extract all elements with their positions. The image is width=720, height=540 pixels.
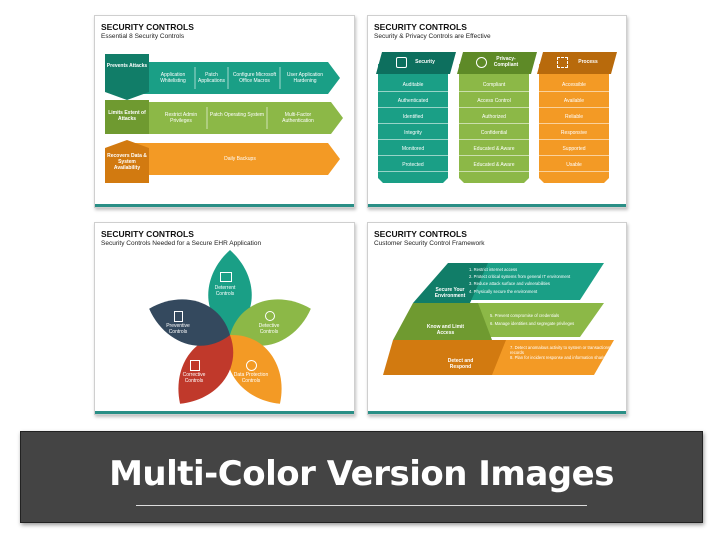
tier-bar-respond bbox=[492, 340, 614, 375]
tier-item: 3. Reduce attack surface and vulnerabili… bbox=[469, 281, 551, 287]
slide-accent-bar bbox=[95, 411, 354, 414]
column-cell: Auditable bbox=[378, 78, 448, 92]
column-cell: Reliable bbox=[539, 110, 609, 124]
column-cell: Educated & Aware bbox=[459, 142, 529, 156]
tier-item: 5. Prevent compromise of credentials bbox=[490, 313, 560, 318]
petal-preventive bbox=[149, 299, 230, 346]
column-cell: Identified bbox=[378, 110, 448, 124]
petal-label-data-protection: Data Protection Controls bbox=[233, 372, 269, 384]
pyramid-tier-mid bbox=[393, 303, 492, 340]
row-arrow-limits bbox=[125, 102, 343, 134]
row-arrow-prevents bbox=[125, 62, 340, 94]
banner-title: Multi-Color Version Images bbox=[109, 454, 614, 494]
petal-corrective bbox=[178, 334, 234, 404]
item-mfa: Multi-Factor Authentication bbox=[282, 112, 314, 124]
item-user-hardening: User Application Hardening bbox=[286, 72, 324, 84]
tier-item: 4. Physically secure the environment bbox=[469, 288, 538, 294]
column-cell: Usable bbox=[539, 158, 609, 172]
column-cell: Access Control bbox=[459, 94, 529, 108]
slide-accent-bar bbox=[95, 204, 354, 207]
pyramid-diagram bbox=[383, 263, 614, 375]
slide-accent-bar bbox=[368, 411, 626, 414]
slide-title: SECURITY CONTROLS bbox=[374, 22, 467, 32]
column-cell: Responsive bbox=[539, 126, 609, 140]
petal-label-corrective: Corrective Controls bbox=[182, 372, 206, 384]
row-label-recovers: Recovers Data & System Availability bbox=[107, 153, 147, 171]
tag-prevents bbox=[105, 54, 149, 100]
slide-title: SECURITY CONTROLS bbox=[374, 229, 467, 239]
pyramid-tier-top bbox=[413, 263, 488, 303]
tier-item: 7. Detect anomalous activity to system o… bbox=[510, 345, 611, 355]
tier-label-environment: Secure Your Environment bbox=[434, 287, 466, 299]
corrective-icon bbox=[190, 360, 200, 371]
tag-limits bbox=[105, 100, 149, 134]
column-cell: Accessible bbox=[539, 78, 609, 92]
slide-subtitle: Essential 8 Security Controls bbox=[101, 33, 185, 40]
column-cell: Monitored bbox=[378, 142, 448, 156]
item-app-whitelisting: Application Whitelisting bbox=[160, 72, 186, 84]
tier-label-access: Know and Limit Access bbox=[426, 324, 465, 336]
column-cell: Compliant bbox=[459, 78, 529, 92]
tier-item: 2. Protect critical systems from general… bbox=[469, 274, 571, 280]
row-label-limits: Limits Extent of Attacks bbox=[108, 110, 146, 122]
deterrent-icon bbox=[220, 272, 232, 282]
petal-detective bbox=[230, 299, 311, 346]
process-icon bbox=[557, 57, 568, 68]
column-cell: Available bbox=[539, 94, 609, 108]
petal-label-deterrent: Deterrent Controls bbox=[214, 285, 236, 297]
petal-deterrent bbox=[208, 250, 252, 335]
tier-label-respond: Detect and Respond bbox=[447, 358, 474, 370]
slide-title: SECURITY CONTROLS bbox=[101, 229, 194, 239]
slide-subtitle: Customer Security Control Framework bbox=[374, 240, 485, 247]
column-cell: Authenticated bbox=[378, 94, 448, 108]
petal-diagram bbox=[149, 250, 311, 404]
row-label-prevents: Prevents Attacks bbox=[106, 63, 148, 69]
column-cell: Supported bbox=[539, 142, 609, 156]
slide-accent-bar bbox=[368, 204, 626, 207]
slide-privacy-controls[interactable]: SECURITY CONTROLS Security & Privacy Con… bbox=[367, 15, 627, 208]
column-header-process: Process bbox=[578, 59, 598, 65]
column-cell: Confidential bbox=[459, 126, 529, 140]
slide-essential-8[interactable]: SECURITY CONTROLS Essential 8 Security C… bbox=[94, 15, 355, 208]
tier-item: 6. Manage identities and segregate privi… bbox=[490, 321, 575, 326]
item-office-macros: Configure Microsoft Office Macros bbox=[232, 72, 277, 84]
pyramid-tier-bottom bbox=[383, 340, 506, 375]
item-daily-backups: Daily Backups bbox=[224, 156, 256, 162]
item-patch-apps: Patch Applications bbox=[198, 72, 225, 84]
column-cell: Authorized bbox=[459, 110, 529, 124]
slide-customer-framework[interactable]: SECURITY CONTROLS Customer Security Cont… bbox=[367, 222, 627, 415]
petal-label-detective: Detective Controls bbox=[258, 323, 280, 335]
column-header-security: Security bbox=[415, 59, 435, 65]
column-cell: Educated & Aware bbox=[459, 158, 529, 172]
item-patch-os: Patch Operating System bbox=[209, 112, 265, 118]
data-protection-icon bbox=[246, 360, 257, 371]
slide-subtitle: Security & Privacy Controls are Effectiv… bbox=[374, 33, 491, 40]
security-icon bbox=[396, 57, 407, 68]
detective-icon bbox=[265, 311, 275, 321]
tag-recovers bbox=[105, 140, 149, 183]
slide-subtitle: Security Controls Needed for a Secure EH… bbox=[101, 240, 262, 247]
title-banner: Multi-Color Version Images bbox=[20, 431, 703, 523]
item-restrict-admin: Restrict Admin Privileges bbox=[164, 112, 198, 124]
essential-8-arrows bbox=[105, 54, 343, 183]
row-arrow-recovers bbox=[125, 143, 340, 175]
column-header-privacy: Privacy-Compliant bbox=[493, 56, 519, 68]
slide-ehr-controls[interactable]: SECURITY CONTROLS Security Controls Need… bbox=[94, 222, 355, 415]
petal-label-preventive: Preventive Controls bbox=[166, 323, 190, 335]
privacy-icon bbox=[476, 57, 487, 68]
column-cell: Integrity bbox=[378, 126, 448, 140]
slide-title: SECURITY CONTROLS bbox=[101, 22, 194, 32]
column-cell: Protected bbox=[378, 158, 448, 172]
tier-item: 1. Restrict internet access bbox=[469, 267, 518, 272]
banner-underline bbox=[136, 505, 587, 506]
tier-item: 8. Plan for incident response and inform… bbox=[510, 355, 608, 360]
tier-bar-access bbox=[478, 303, 604, 337]
preventive-icon bbox=[174, 311, 183, 322]
tier-bar-environment bbox=[460, 263, 604, 300]
